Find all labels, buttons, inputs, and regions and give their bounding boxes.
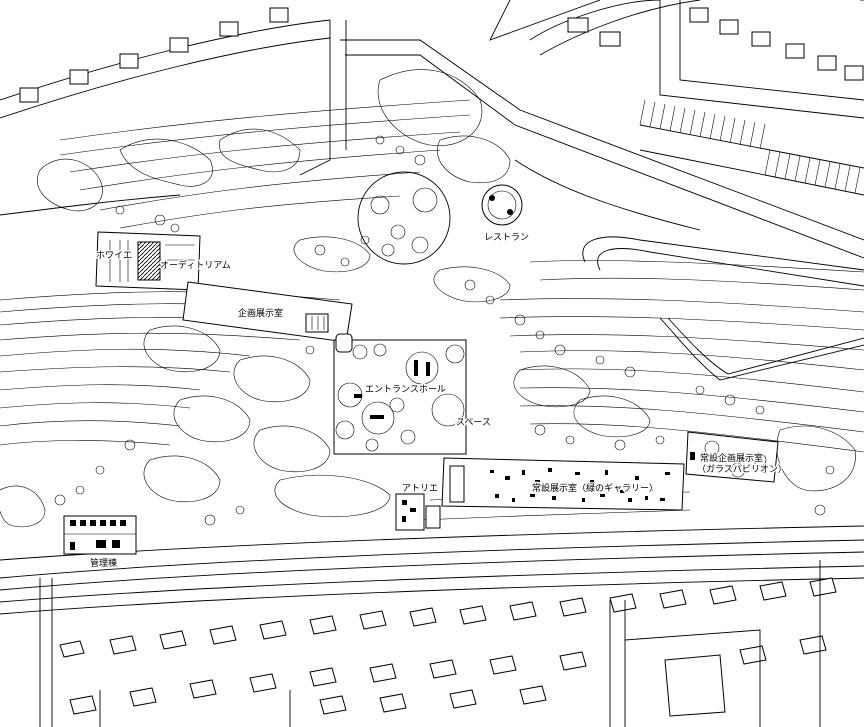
auditorium-building: [95, 231, 201, 291]
label-auditorium: オーディトリアム: [160, 259, 231, 271]
label-permanent-gallery: 常設展示室（緑のギャラリー）: [532, 482, 658, 494]
permanent-gallery-building: [441, 457, 685, 511]
label-admin: 管理棟: [90, 557, 117, 569]
glass-pavilion-building: [685, 431, 779, 483]
houses-south: [59, 560, 837, 727]
label-space: スペース: [456, 418, 491, 428]
roads-north: [0, 0, 864, 287]
labels: ホワイエ オーディトリアム 企画展示室 レストラン エントランスホール スペース…: [89, 231, 788, 571]
label-glass-pavilion: （ガラスパビリオン）: [697, 464, 787, 475]
label-glass-exhibition: 常設企画展示室: [700, 452, 763, 464]
terrain-contours-east: [499, 260, 864, 453]
label-entrance-hall: エントランスホール: [365, 384, 446, 395]
vegetation: [0, 69, 856, 528]
label-restaurant: レストラン: [484, 232, 529, 243]
permanent-gallery-display-cases: [490, 468, 670, 502]
houses-north-east: [19, 7, 864, 103]
admin-building: [63, 515, 137, 555]
label-exhibition: 企画展示室: [238, 307, 283, 319]
parking-stalls: [639, 99, 864, 196]
atelier-building: [395, 493, 441, 531]
river: [0, 525, 864, 727]
restaurant-building: [357, 171, 523, 265]
label-atelier: アトリエ: [402, 484, 438, 494]
label-foyer: ホワイエ: [96, 250, 132, 261]
central-building: [333, 333, 467, 455]
